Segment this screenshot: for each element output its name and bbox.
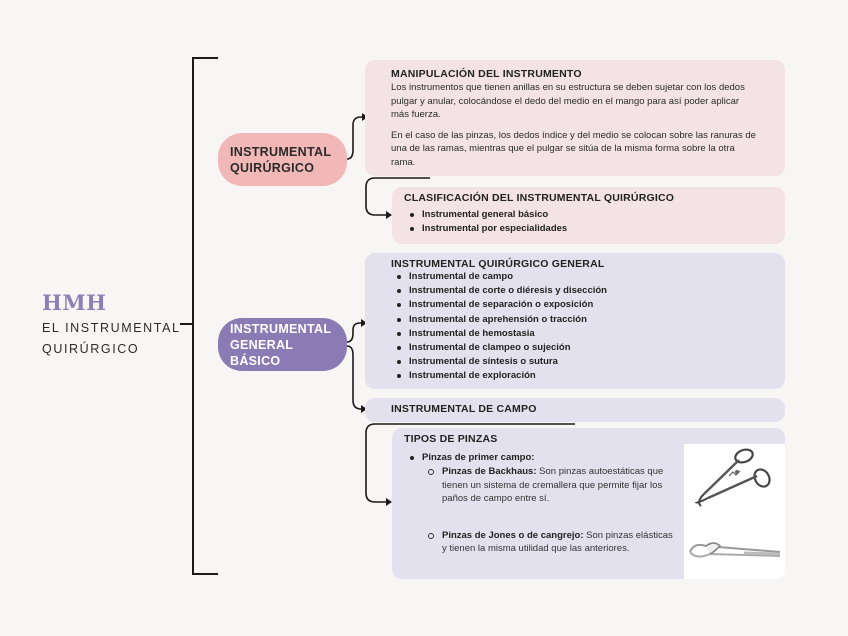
clasificacion-box: CLASIFICACIÓN DEL INSTRUMENTAL QUIRÚRGIC…: [392, 187, 785, 244]
instrumental-general-basico-label: INSTRUMENTAL GENERAL BÁSICO: [230, 321, 347, 369]
instrumental-quirurgico-node[interactable]: INSTRUMENTAL QUIRÚRGICO: [218, 133, 347, 186]
pinzas-subtypes-list: Pinzas de Backhaus: Son pinzas autoestát…: [426, 465, 676, 556]
instrumental-campo-title: INSTRUMENTAL DE CAMPO: [391, 403, 759, 415]
list-item: Instrumental de separación o exposición: [391, 298, 759, 312]
instrumental-general-list: Instrumental de campo Instrumental de co…: [391, 270, 759, 384]
hmh-logo: HMH: [42, 290, 106, 315]
jones-name: Pinzas de Jones o de cangrejo:: [442, 530, 583, 541]
list-item: Instrumental de síntesis o sutura: [391, 355, 759, 369]
main-title: EL INSTRUMENTAL QUIRÚRGICO: [42, 318, 192, 360]
manipulacion-paragraph-2: En el caso de las pinzas, los dedos índi…: [391, 129, 759, 170]
list-item: Instrumental de exploración: [391, 369, 759, 383]
list-item: Instrumental de clampeo o sujeción: [391, 341, 759, 355]
pinzas-group-list: Pinzas de primer campo:: [404, 451, 679, 465]
backhaus-name: Pinzas de Backhaus:: [442, 466, 537, 477]
backhaus-item: Pinzas de Backhaus: Son pinzas autoestát…: [426, 465, 676, 506]
list-item: Instrumental de aprehensión o tracción: [391, 313, 759, 327]
list-item: Instrumental por especialidades: [404, 222, 773, 236]
pinzas-images-panel: [684, 444, 785, 579]
list-item: Instrumental de hemostasia: [391, 327, 759, 341]
tipos-pinzas-box: TIPOS DE PINZAS Pinzas de primer campo: …: [392, 428, 785, 579]
manipulacion-title: MANIPULACIÓN DEL INSTRUMENTO: [391, 68, 759, 80]
list-item: Instrumental de corte o diéresis y disec…: [391, 284, 759, 298]
instrumental-general-box: INSTRUMENTAL QUIRÚRGICO GENERAL Instrume…: [365, 253, 785, 389]
instrumental-campo-box: INSTRUMENTAL DE CAMPO: [365, 398, 785, 422]
tipos-pinzas-title: TIPOS DE PINZAS: [404, 433, 497, 445]
jones-forceps-image: [684, 526, 785, 566]
manipulacion-paragraph-1: Los instrumentos que tienen anillas en s…: [391, 81, 759, 122]
instrumental-general-basico-node[interactable]: INSTRUMENTAL GENERAL BÁSICO: [218, 318, 347, 371]
jones-item: Pinzas de Jones o de cangrejo: Son pinza…: [426, 529, 676, 556]
manipulacion-box: MANIPULACIÓN DEL INSTRUMENTO Los instrum…: [365, 60, 785, 176]
list-item: Instrumental de campo: [391, 270, 759, 284]
clasificacion-list: Instrumental general básico Instrumental…: [404, 208, 773, 236]
instrumental-general-title: INSTRUMENTAL QUIRÚRGICO GENERAL: [391, 258, 759, 270]
clasificacion-title: CLASIFICACIÓN DEL INSTRUMENTAL QUIRÚRGIC…: [404, 192, 773, 204]
instrumental-quirurgico-label: INSTRUMENTAL QUIRÚRGICO: [230, 144, 330, 176]
list-item: Pinzas de primer campo:: [404, 451, 679, 465]
list-item: Instrumental general básico: [404, 208, 773, 222]
